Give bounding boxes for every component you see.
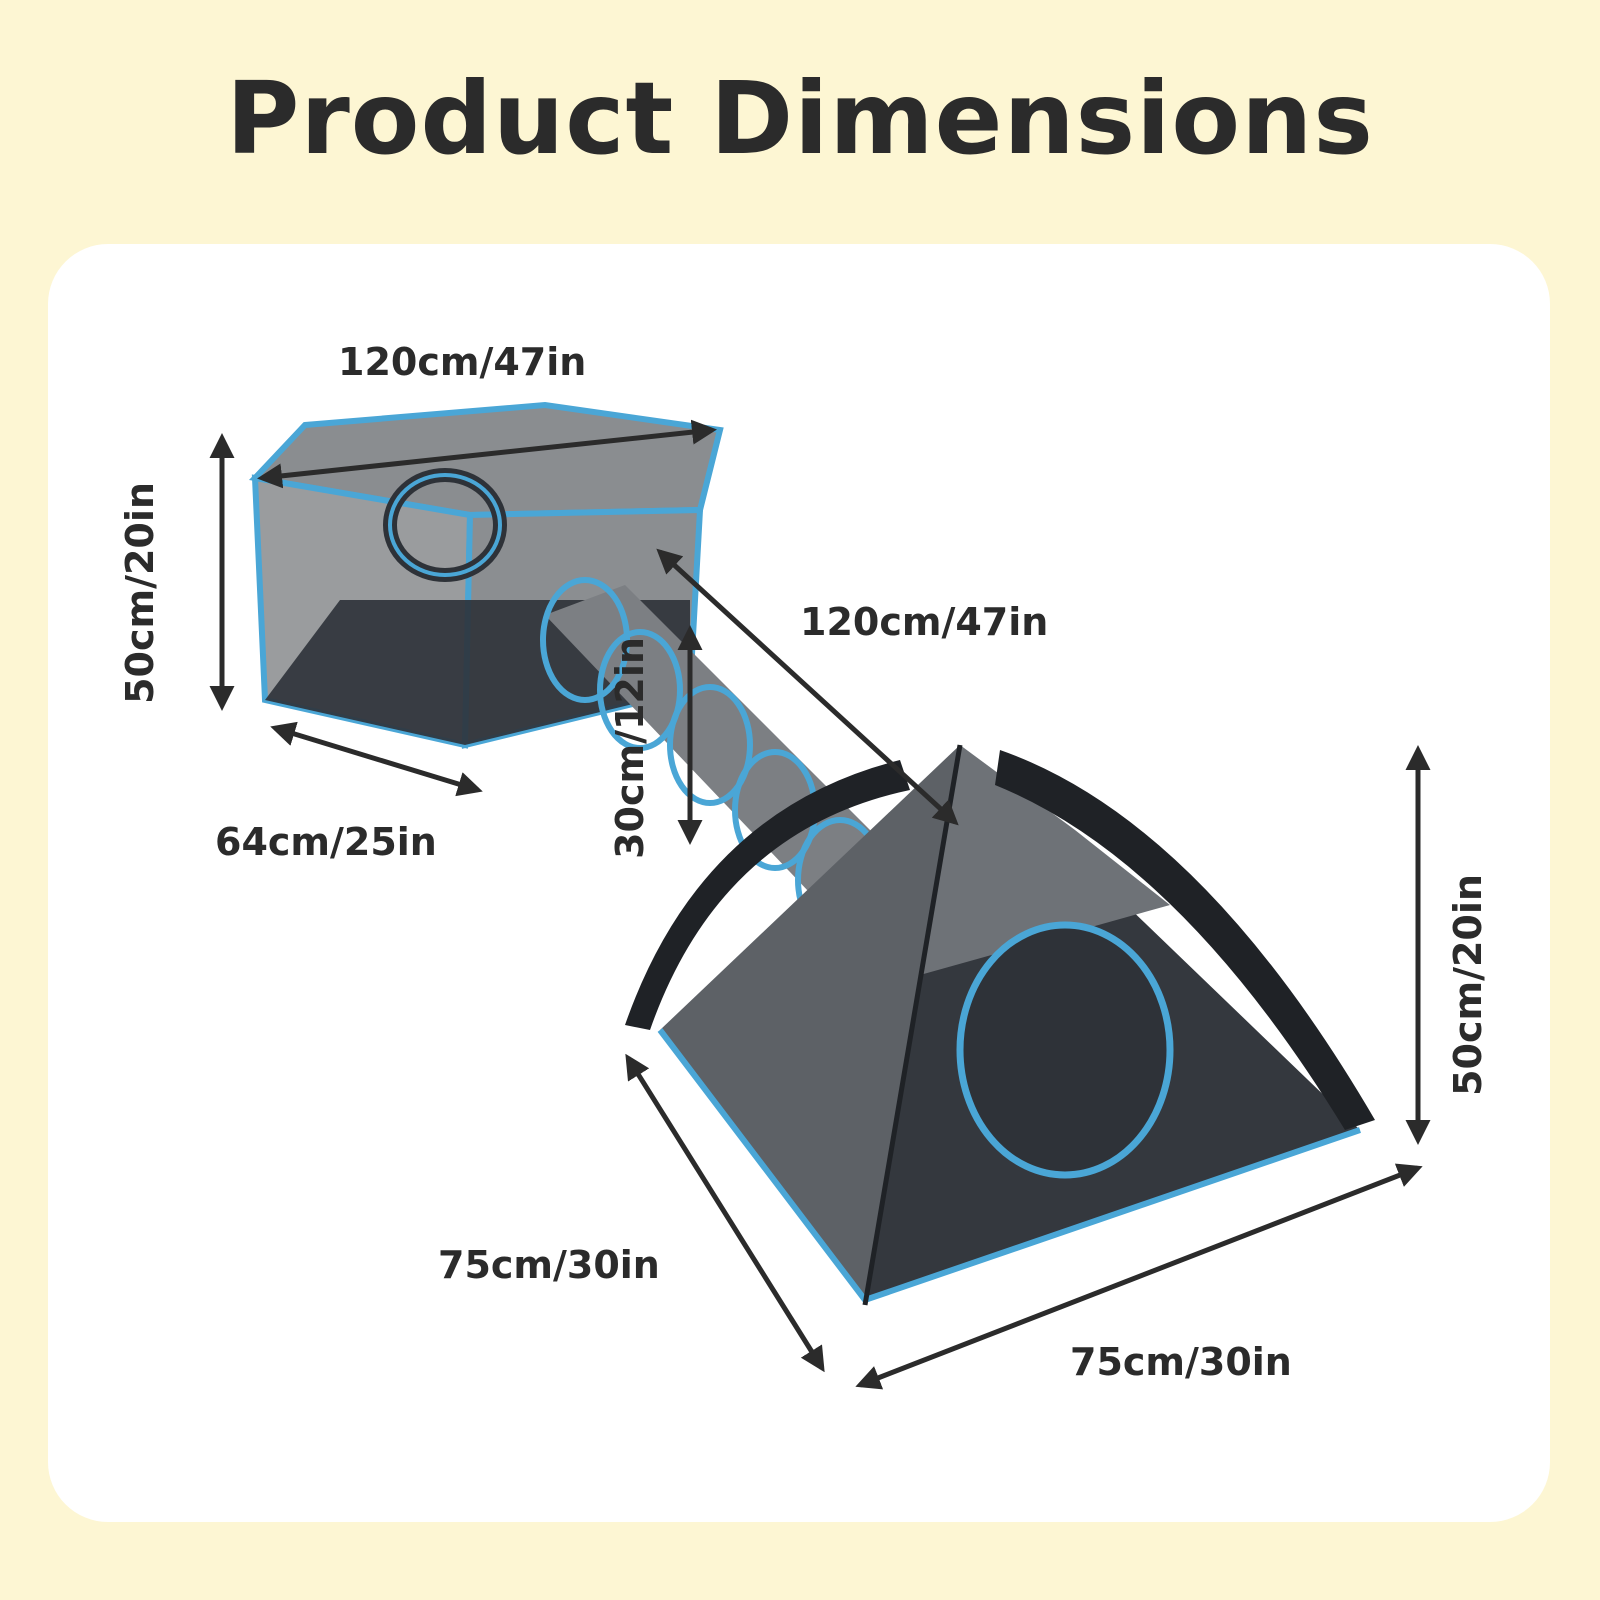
label-tunnel-length: 120cm/47in [800, 600, 1049, 644]
dome-tent [625, 744, 1375, 1306]
arrow-tent-depth [625, 1053, 825, 1373]
dimension-arrows [209, 419, 1431, 1390]
arrow-tent-width [855, 1163, 1423, 1390]
label-cube-length: 120cm/47in [338, 340, 587, 384]
label-tent-height: 50cm/20in [1446, 874, 1490, 1096]
label-tent-width: 75cm/30in [1070, 1340, 1292, 1384]
label-cube-height: 50cm/20in [118, 482, 162, 704]
arrow-tunnel-length [656, 548, 959, 826]
label-cube-depth: 64cm/25in [215, 820, 437, 864]
label-tunnel-diameter: 30cm/12in [608, 637, 652, 859]
label-tent-depth: 75cm/30in [438, 1243, 660, 1287]
arrow-cube-depth [270, 721, 483, 797]
page-title: Product Dimensions [226, 60, 1374, 177]
arrow-cube-length [257, 419, 717, 489]
